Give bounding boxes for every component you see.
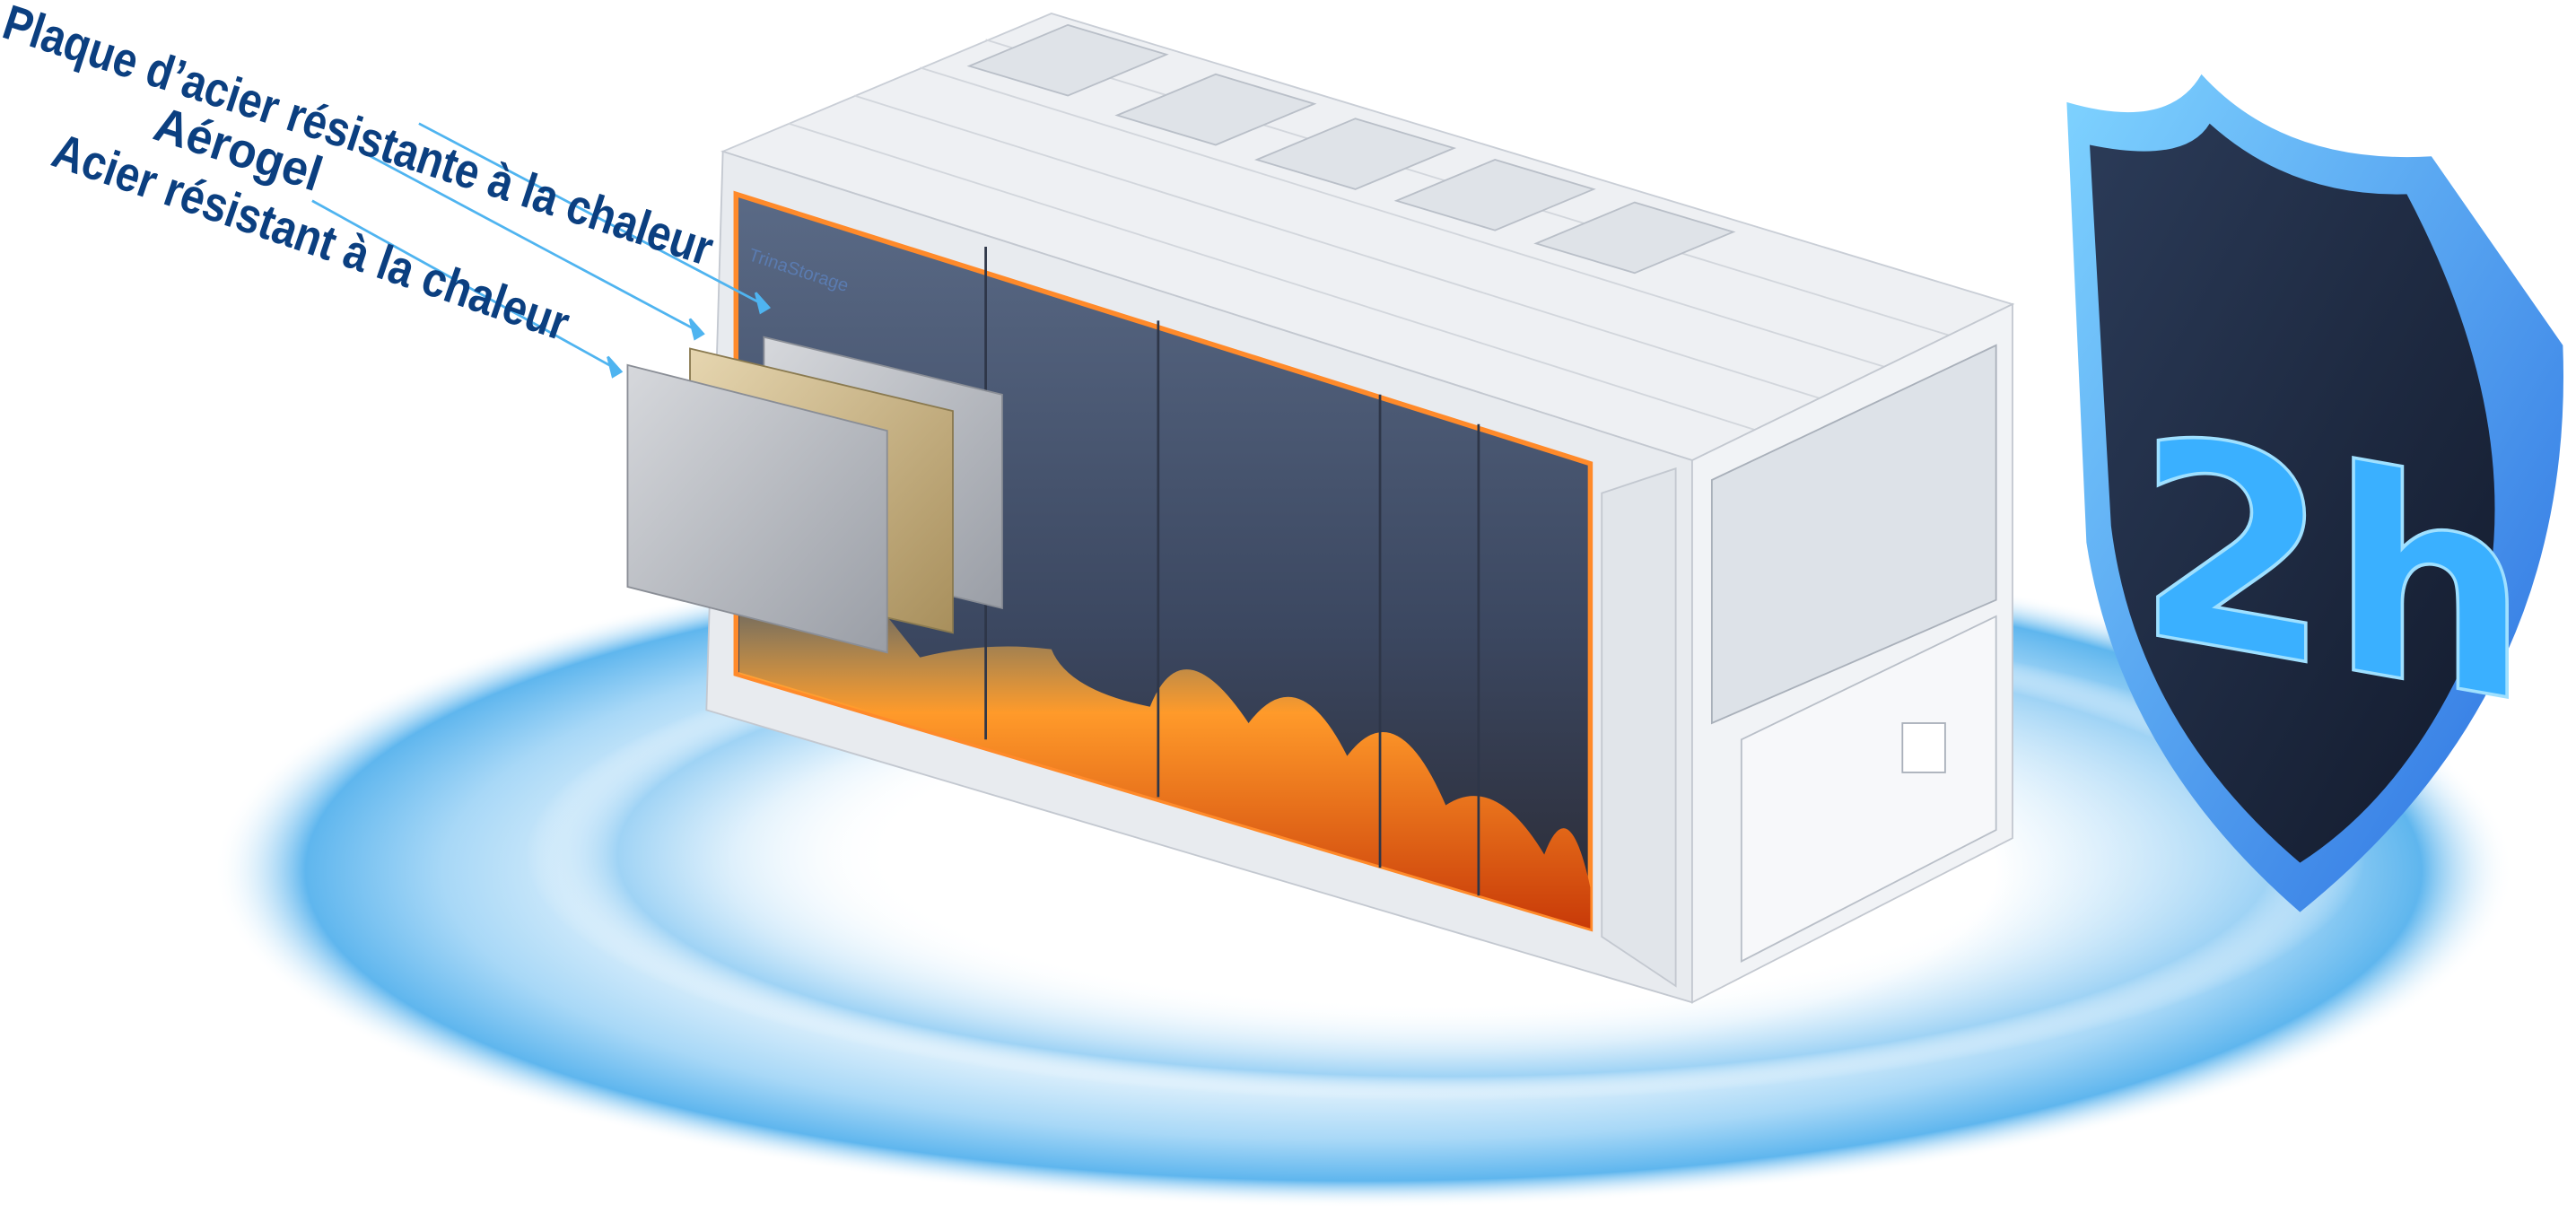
two-hour-shield-badge: 2h [2066,74,2564,912]
container: TrinaStorage [705,13,2015,1004]
shield-face [2090,123,2495,863]
roof-vents [966,23,1736,275]
access-door [1740,615,1997,963]
control-panel [1901,722,1946,773]
leader-lines [311,122,772,379]
insulation-layers [626,336,1003,654]
plate-inner-steel [626,363,888,654]
cooling-unit [1710,344,1997,725]
flames [738,569,1591,929]
badge-text: 2h [2135,372,2528,766]
